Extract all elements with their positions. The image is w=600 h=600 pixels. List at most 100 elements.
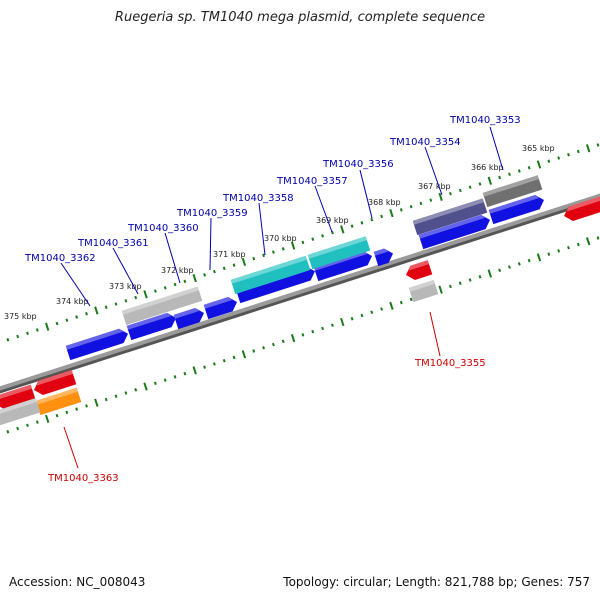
gene-tm1040-3355[interactable] [406, 260, 433, 280]
gene-tm1040-3360[interactable] [173, 308, 204, 330]
feature-gray-3355-body[interactable] [408, 279, 439, 303]
gene-tm1040-3361-highlight [126, 312, 172, 330]
minor-tick [173, 282, 177, 287]
gene-label[interactable]: TM1040_3353 [449, 115, 521, 126]
minor-tick [26, 423, 29, 428]
gene-red-left-1-body[interactable] [34, 370, 77, 395]
gene-tm1040-3362-body[interactable] [65, 328, 128, 361]
minor-tick [331, 323, 334, 327]
minor-tick [301, 240, 305, 245]
gene-tm1040-3359[interactable] [203, 297, 237, 320]
gene-red-left-2-body[interactable] [0, 384, 36, 409]
scale-label: 368 kbp [368, 198, 401, 207]
minor-tick [124, 391, 128, 395]
gene-tm1040-3355-body[interactable] [406, 260, 433, 280]
feature-gray-3363[interactable] [0, 398, 41, 426]
gene-tm1040-3356-body[interactable] [373, 248, 393, 267]
gene-label[interactable]: TM1040_3359 [176, 208, 248, 219]
gene-tm1040-3359-highlight [203, 297, 233, 309]
minor-tick [508, 172, 511, 176]
feature-gray-3353[interactable] [482, 175, 543, 208]
feature-gray-3361-body[interactable] [121, 286, 203, 326]
minor-tick [468, 185, 472, 189]
minor-tick [458, 281, 462, 285]
minor-tick [557, 249, 561, 253]
gene-tm1040-3356-highlight [373, 248, 389, 256]
gene-label[interactable]: TM1040_3355 [414, 358, 486, 369]
minor-tick [232, 355, 236, 360]
major-tick [585, 144, 591, 153]
minor-tick [370, 310, 374, 315]
gene-tm1040-3358-body[interactable] [235, 266, 315, 304]
leader-line [314, 185, 333, 233]
feature-purple-3354[interactable] [412, 198, 488, 236]
gene-label[interactable]: TM1040_3358 [222, 193, 294, 204]
feature-gray-3363-highlight [0, 398, 37, 414]
gene-tm1040-3354-body[interactable] [418, 214, 490, 250]
gene-label[interactable]: TM1040_3360 [127, 223, 199, 234]
feature-cyan-3357[interactable] [307, 236, 371, 270]
backbone [0, 193, 600, 391]
major-tick [45, 414, 50, 423]
minor-tick [458, 188, 462, 193]
gene-tm1040-3357[interactable] [313, 251, 372, 282]
minor-tick [212, 362, 216, 366]
gene-tm1040-3362-highlight [65, 328, 124, 350]
minor-tick [271, 342, 275, 347]
gene-label[interactable]: TM1040_3363 [47, 473, 119, 484]
major-tick [340, 225, 345, 234]
gene-label[interactable]: TM1040_3361 [77, 238, 149, 249]
gene-tm1040-3360-body[interactable] [173, 308, 204, 330]
gene-tm1040-3361[interactable] [126, 312, 176, 341]
major-tick [438, 192, 443, 202]
minor-tick [527, 258, 531, 263]
leader-line [164, 232, 181, 284]
feature-purple-3354-body[interactable] [412, 198, 488, 236]
scale-ticks-inner [0, 236, 600, 439]
major-tick [340, 317, 345, 327]
gene-red-right[interactable] [564, 196, 600, 221]
minor-tick [252, 256, 256, 261]
minor-tick [311, 237, 315, 241]
gene-tm1040-3362[interactable] [65, 328, 128, 361]
feature-gray-3355[interactable] [408, 279, 439, 303]
minor-tick [75, 407, 79, 411]
feature-orange-3363[interactable] [35, 387, 82, 416]
gene-tm1040-3353-body[interactable] [488, 194, 544, 225]
gene-tm1040-3361-body[interactable] [126, 312, 176, 341]
feature-cyan-3358[interactable] [230, 255, 311, 295]
minor-tick [281, 247, 285, 251]
gene-label[interactable]: TM1040_3362 [24, 253, 96, 264]
major-tick [389, 209, 394, 218]
minor-tick [222, 266, 226, 271]
feature-cyan-3357-body[interactable] [307, 236, 371, 270]
leader-line [258, 202, 266, 256]
gene-tm1040-3353[interactable] [488, 194, 544, 225]
leader-line [209, 217, 212, 271]
gene-label[interactable]: TM1040_3357 [276, 176, 348, 187]
leader-lines [60, 126, 504, 469]
gene-label[interactable]: TM1040_3354 [389, 137, 461, 148]
gene-red-right-highlight [566, 196, 600, 212]
major-tick [192, 273, 197, 283]
gene-tm1040-3356[interactable] [373, 248, 393, 267]
gene-label[interactable]: TM1040_3356 [322, 159, 394, 170]
gene-tm1040-3359-body[interactable] [203, 297, 237, 320]
feature-purple-3354-highlight [412, 198, 484, 225]
feature-gray-3363-body[interactable] [0, 398, 41, 426]
minor-tick [173, 375, 177, 379]
feature-cyan-3358-body[interactable] [230, 255, 311, 295]
feature-orange-3363-body[interactable] [35, 387, 82, 416]
gene-red-right-body[interactable] [564, 196, 600, 221]
gene-red-left-1[interactable] [34, 370, 77, 395]
gene-tm1040-3354[interactable] [418, 214, 490, 250]
feature-gray-3353-body[interactable] [482, 175, 543, 208]
major-tick [45, 322, 50, 331]
major-tick [585, 237, 591, 246]
gene-red-left-2[interactable] [0, 384, 36, 409]
gene-tm1040-3355-highlight [408, 260, 429, 271]
gene-tm1040-3357-body[interactable] [313, 251, 372, 282]
feature-gray-3361[interactable] [121, 286, 203, 326]
minor-tick [380, 214, 384, 219]
minor-tick [203, 273, 206, 277]
